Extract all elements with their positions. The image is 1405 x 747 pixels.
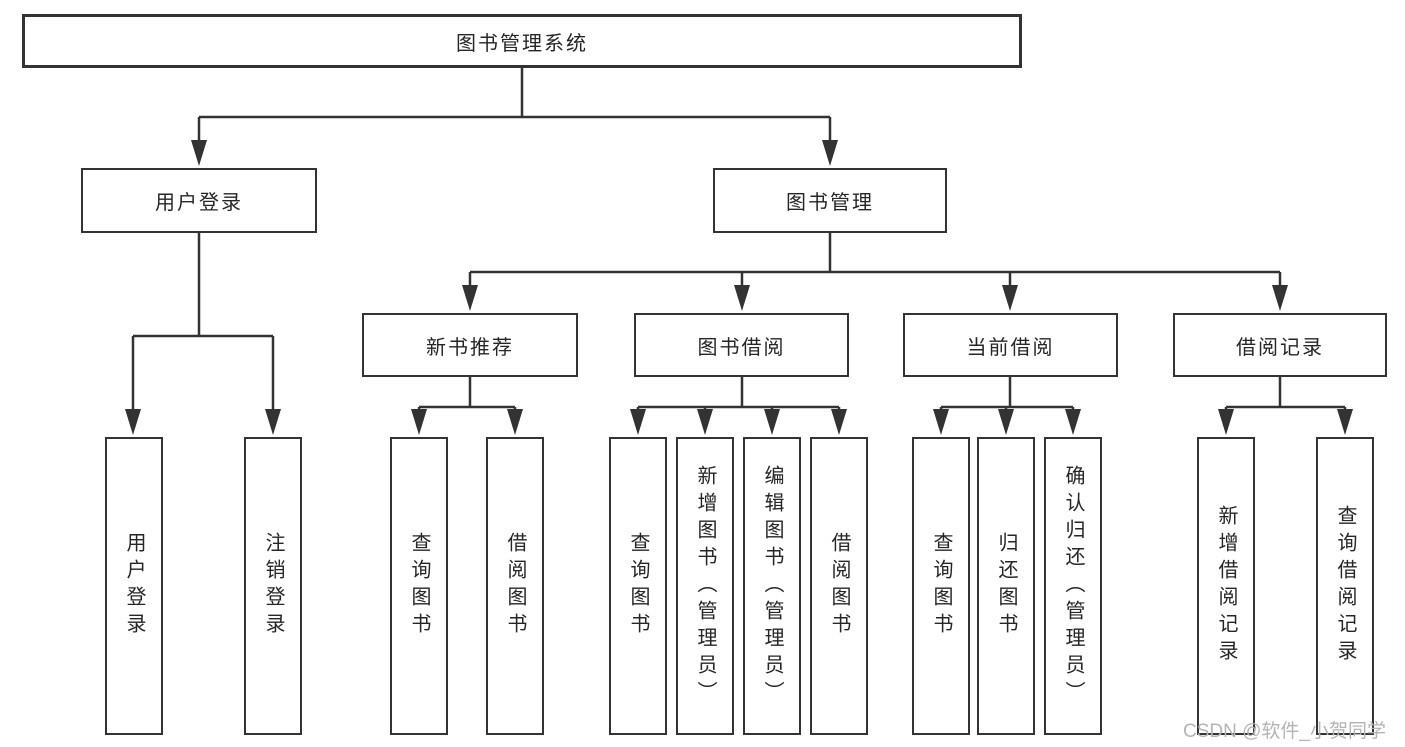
node-current-borrowing: 当前借阅 <box>903 313 1118 377</box>
leaf-user-login: 用户登录 <box>105 437 163 735</box>
leaf-bb-edit-books-admin: 编辑图书（管理员） <box>743 437 801 735</box>
node-user-login: 用户登录 <box>81 168 317 233</box>
node-book-management: 图书管理 <box>713 168 947 233</box>
leaf-rec-query-books: 查询图书 <box>390 437 448 735</box>
watermark-text: CSDN @软件_小贺同学 <box>1183 721 1386 742</box>
connector-rec-to-leaves <box>411 377 523 435</box>
leaf-rec-borrow-books: 借阅图书 <box>486 437 544 735</box>
node-new-book-recommendation: 新书推荐 <box>362 313 578 377</box>
connector-records-to-leaves <box>1218 377 1353 435</box>
leaf-br-query-record: 查询借阅记录 <box>1316 437 1374 735</box>
leaf-br-add-record: 新增借阅记录 <box>1197 437 1255 735</box>
connector-borrow-to-leaves <box>630 377 847 435</box>
leaf-logout: 注销登录 <box>244 437 302 735</box>
leaf-bb-query-books: 查询图书 <box>609 437 667 735</box>
leaf-bb-borrow-books: 借阅图书 <box>810 437 868 735</box>
connector-root-to-level2 <box>191 68 838 166</box>
node-book-borrowing: 图书借阅 <box>634 313 849 377</box>
leaf-cb-confirm-return-admin: 确认归还（管理员） <box>1044 437 1102 735</box>
connector-login-to-leaves <box>125 233 281 435</box>
leaf-bb-add-books-admin: 新增图书（管理员） <box>676 437 734 735</box>
connector-current-to-leaves <box>933 377 1081 435</box>
node-library-management-system: 图书管理系统 <box>22 14 1022 68</box>
leaf-cb-return-books: 归还图书 <box>977 437 1035 735</box>
node-borrowing-records: 借阅记录 <box>1173 313 1387 377</box>
connector-mgmt-to-level3 <box>462 233 1288 311</box>
leaf-cb-query-books: 查询图书 <box>912 437 970 735</box>
